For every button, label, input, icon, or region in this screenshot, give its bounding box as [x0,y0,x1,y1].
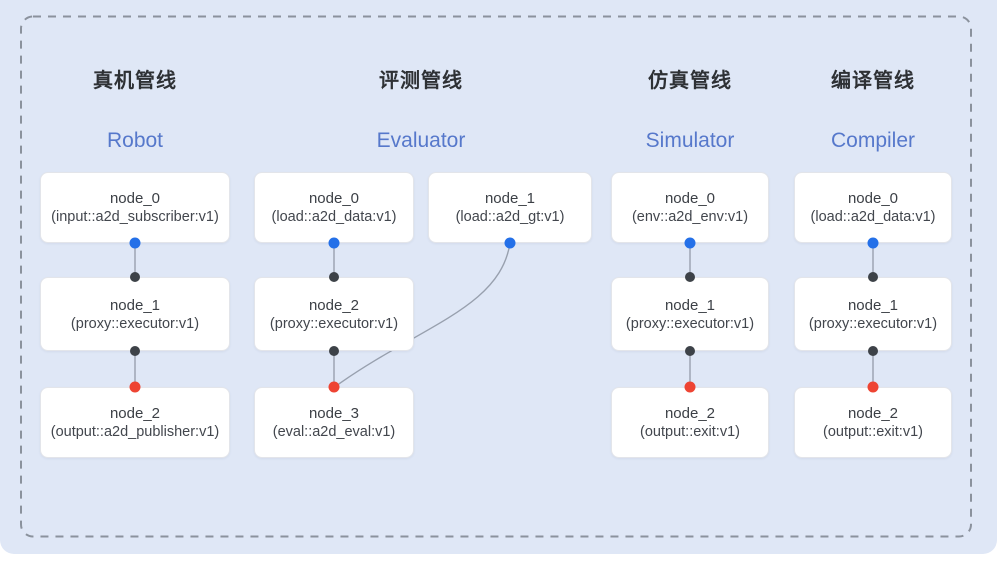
port-dark-robot-node_1-top[interactable] [130,272,140,282]
node-type-label: (load::a2d_data:v1) [810,209,936,225]
node-type-label: (proxy::executor:v1) [808,315,938,332]
pipeline-title-zh: 编译管线 [831,70,915,92]
node-label: node_0 [847,190,899,207]
node-compiler-node_2[interactable]: node_2(output::exit:v1) [794,387,952,458]
node-evaluator-node_1[interactable]: node_1(load::a2d_gt:v1) [428,172,592,243]
pipeline-title-zh: 评测管线 [379,70,463,92]
node-simulator-node_1[interactable]: node_1(proxy::executor:v1) [611,277,769,351]
node-label: node_3 [308,405,360,422]
port-blue-robot-node_0-bottom[interactable] [129,237,141,249]
node-label: node_0 [308,190,360,207]
node-label: node_1 [664,296,716,314]
dashed-border [20,15,972,538]
port-red-robot-node_2-top[interactable] [129,381,141,393]
node-type-label: (env::a2d_env:v1) [631,209,749,225]
node-compiler-node_1[interactable]: node_1(proxy::executor:v1) [794,277,952,351]
pipeline-title-zh: 仿真管线 [647,70,732,92]
node-simulator-node_2[interactable]: node_2(output::exit:v1) [611,387,769,458]
pipeline-title-en: Evaluator [376,129,466,152]
node-label: node_2 [847,405,899,422]
pipeline-header-robot: 真机管线 Robot [93,64,177,153]
pipeline-header-compiler: 编译管线 Compiler [831,64,915,153]
port-dark-simulator-node_1-bottom[interactable] [685,346,695,356]
node-type-label: (output::a2d_publisher:v1) [50,424,220,440]
node-robot-node_1[interactable]: node_1(proxy::executor:v1) [40,277,230,351]
node-type-label: (proxy::executor:v1) [625,315,755,332]
port-dark-evaluator-node_2-top[interactable] [329,272,339,282]
node-label: node_1 [109,296,161,314]
node-type-label: (load::a2d_gt:v1) [455,209,565,225]
port-red-evaluator-node_3-top[interactable] [328,381,340,393]
node-robot-node_2[interactable]: node_2(output::a2d_publisher:v1) [40,387,230,458]
pipeline-title-en: Simulator [645,129,735,152]
node-type-label: (output::exit:v1) [823,424,923,440]
port-blue-compiler-node_0-bottom[interactable] [867,237,879,249]
port-blue-simulator-node_0-bottom[interactable] [684,237,696,249]
port-dark-simulator-node_1-top[interactable] [685,272,695,282]
port-blue-evaluator-node_0-bottom[interactable] [328,237,340,249]
node-evaluator-node_3[interactable]: node_3(eval::a2d_eval:v1) [254,387,414,458]
node-label: node_2 [109,405,161,422]
port-blue-evaluator-node_1-bottom[interactable] [504,237,516,249]
node-evaluator-node_2[interactable]: node_2(proxy::executor:v1) [254,277,414,351]
port-red-simulator-node_2-top[interactable] [684,381,696,393]
node-compiler-node_0[interactable]: node_0(load::a2d_data:v1) [794,172,952,243]
node-robot-node_0[interactable]: node_0(input::a2d_subscriber:v1) [40,172,230,243]
node-label: node_1 [847,296,899,314]
pipeline-title-zh: 真机管线 [93,70,177,92]
node-type-label: (proxy::executor:v1) [269,315,399,332]
port-dark-compiler-node_1-bottom[interactable] [868,346,878,356]
pipeline-title-en: Robot [106,129,164,152]
node-label: node_2 [664,405,716,422]
node-simulator-node_0[interactable]: node_0(env::a2d_env:v1) [611,172,769,243]
pipeline-header-simulator: 仿真管线 Simulator [646,64,735,153]
node-type-label: (eval::a2d_eval:v1) [272,424,396,440]
pipeline-title-en: Compiler [830,129,916,152]
port-dark-compiler-node_1-top[interactable] [868,272,878,282]
port-dark-evaluator-node_2-bottom[interactable] [329,346,339,356]
node-label: node_0 [109,190,161,207]
node-label: node_1 [484,190,536,207]
node-type-label: (input::a2d_subscriber:v1) [51,209,219,225]
pipeline-header-evaluator: 评测管线 Evaluator [377,64,466,153]
node-label: node_0 [664,190,716,207]
node-evaluator-node_0[interactable]: node_0(load::a2d_data:v1) [254,172,414,243]
node-type-label: (proxy::executor:v1) [70,315,200,332]
edge-evaluator.node_1-to-evaluator.node_3 [335,242,511,387]
node-label: node_2 [308,296,360,314]
node-type-label: (load::a2d_data:v1) [271,209,397,225]
port-red-compiler-node_2-top[interactable] [867,381,879,393]
node-type-label: (output::exit:v1) [640,424,740,440]
port-dark-robot-node_1-bottom[interactable] [130,346,140,356]
